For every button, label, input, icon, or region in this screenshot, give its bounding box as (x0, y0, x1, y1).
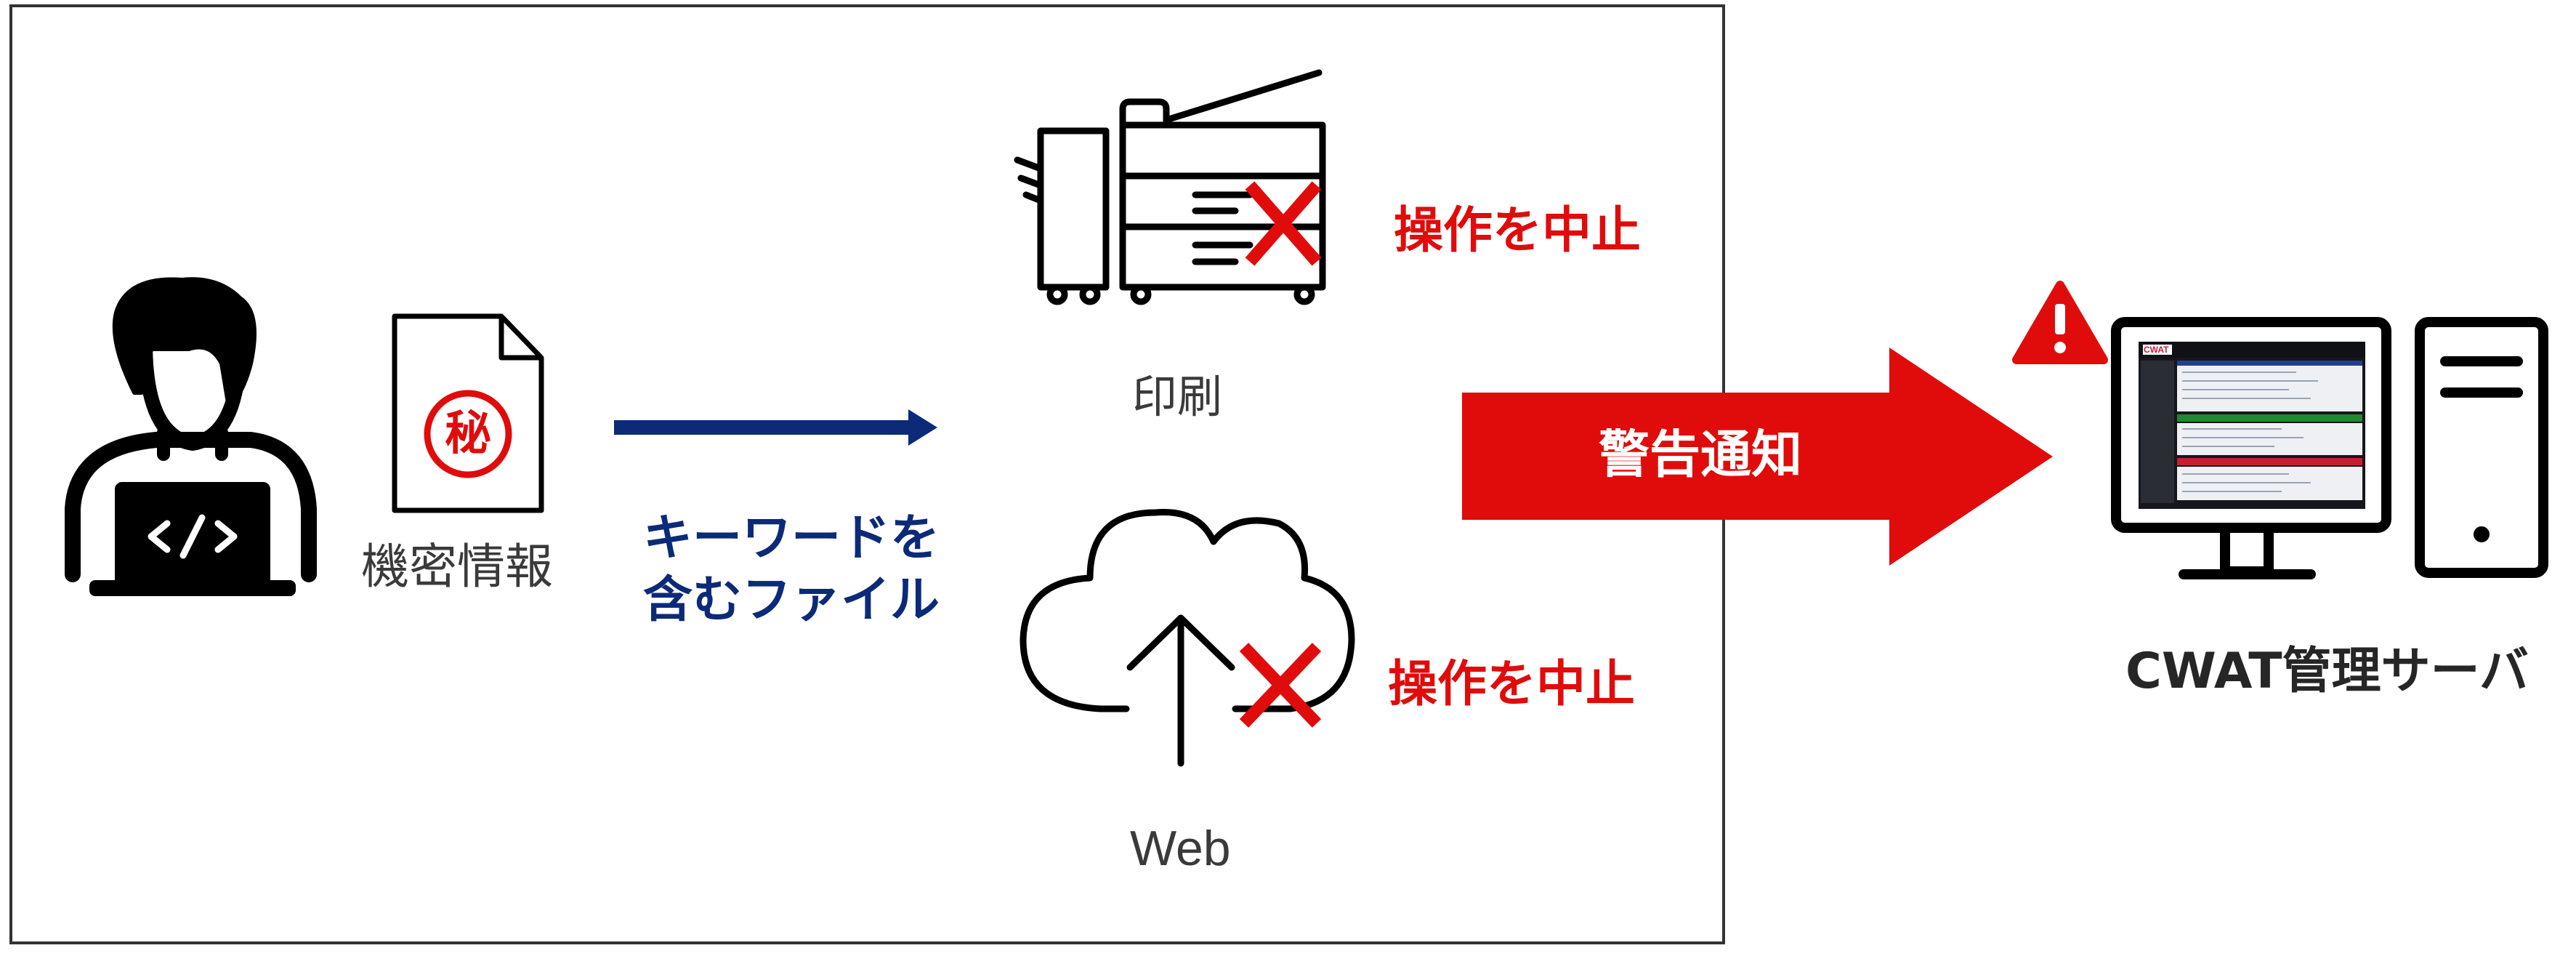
server-tower-icon (2415, 317, 2548, 578)
web-label: Web (1130, 821, 1231, 876)
server-label: CWAT管理サーバ (2125, 643, 2529, 700)
keyword-label-line1: キーワードを (643, 510, 940, 567)
alert-arrow (1462, 348, 2053, 566)
cloud-cross-icon (1239, 643, 1322, 728)
keyword-label-line2: 含むファイル (643, 571, 940, 629)
screen-logo-text: CWAT (2144, 345, 2169, 355)
secret-document-icon (392, 313, 544, 513)
server-monitor-icon (2111, 317, 2391, 579)
print-stop-label: 操作を中止 (1394, 202, 1642, 260)
multifunction-printer-icon (1014, 69, 1326, 305)
secret-stamp-circle (424, 390, 512, 478)
alert-notification-label: 警告通知 (1599, 425, 1802, 484)
cloud-upload-icon (1020, 509, 1355, 767)
secret-stamp-text: 秘 (445, 407, 491, 461)
user-laptop-icon (65, 277, 317, 596)
warning-icon (2012, 281, 2108, 364)
web-stop-label: 操作を中止 (1388, 656, 1636, 713)
confidential-info-label: 機密情報 (361, 539, 553, 595)
printer-cross-icon (1245, 181, 1322, 266)
print-label: 印刷 (1132, 370, 1223, 423)
flow-arrow (614, 409, 937, 446)
